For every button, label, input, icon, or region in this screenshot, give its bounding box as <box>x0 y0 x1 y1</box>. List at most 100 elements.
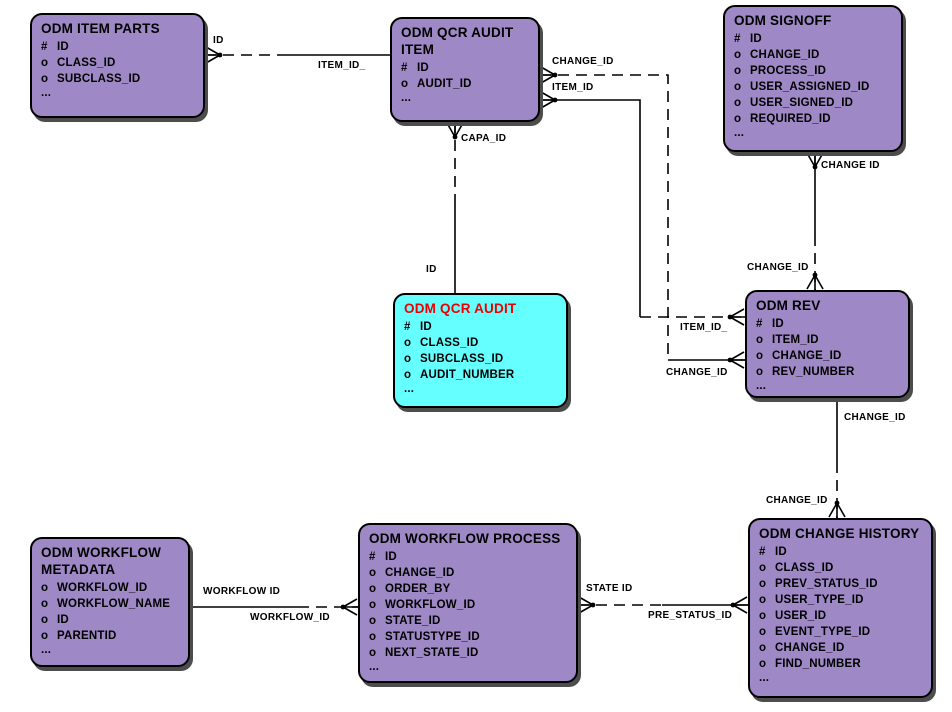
relationship-label-capa-id: CAPA_ID <box>461 133 507 144</box>
attr-name: USER_ID <box>775 610 827 622</box>
attribute-ellipsis: ... <box>41 87 52 99</box>
attr-name: WORKFLOW_NAME <box>57 598 171 610</box>
attribute-row: o REV_NUMBER <box>756 364 899 380</box>
attribute-row: o AUDIT_NUMBER <box>404 367 557 383</box>
attr-marker: # <box>369 551 376 563</box>
entity-odm-workflow-metadata[interactable]: ODM WORKFLOW METADATA o WORKFLOW_ID o WORK… <box>30 537 190 667</box>
entity-title: ODM QCR AUDIT <box>404 301 517 316</box>
attr-name: WORKFLOW_ID <box>57 582 148 594</box>
relationship-label-pre-status-id: PRE_STATUS_ID <box>648 610 733 621</box>
crowfoot-icon <box>578 596 594 614</box>
attribute-row: #ID <box>759 544 922 560</box>
relationship-label-item-id: ITEM_ID_ <box>318 60 366 71</box>
attribute-row: o AUDIT_ID <box>401 76 529 92</box>
crowfoot-icon <box>732 596 748 614</box>
relationship-label-item-id: ITEM_ID <box>552 82 594 93</box>
entity-title: ODM QCR AUDIT ITEM <box>401 25 514 57</box>
entity-title: ODM ITEM PARTS <box>41 21 160 36</box>
attr-name: EVENT_TYPE_ID <box>775 626 871 638</box>
attr-marker: o <box>41 614 49 626</box>
crowfoot-dot <box>552 97 558 103</box>
entity-title: ODM WORKFLOW PROCESS <box>369 531 561 546</box>
attr-name: ORDER_BY <box>385 583 451 595</box>
attr-marker: o <box>41 57 49 69</box>
attr-name: WORKFLOW_ID <box>385 599 476 611</box>
attr-marker: o <box>756 350 764 362</box>
relationship-label-item-id: ITEM_ID_ <box>680 322 728 333</box>
attr-name: ID <box>417 62 429 74</box>
attr-marker: o <box>404 369 412 381</box>
attr-name: AUDIT_ID <box>417 78 472 90</box>
crowfoot-dot <box>812 272 818 278</box>
attr-marker: o <box>756 366 764 378</box>
relationship-label-change-id: CHANGE_ID <box>844 412 906 423</box>
attr-marker: o <box>369 615 377 627</box>
attribute-ellipsis: ... <box>759 672 770 684</box>
crowfoot-dot <box>217 52 223 58</box>
crowfoot-dot <box>812 164 818 170</box>
relationship-label-workflow-id: WORKFLOW ID <box>203 586 281 597</box>
attr-name: ID <box>750 33 762 45</box>
connector-audit-item-rev-item-solid <box>540 99 641 317</box>
relationship-label-state-id: STATE ID <box>586 583 633 594</box>
attribute-row: o EVENT_TYPE_ID <box>759 624 922 640</box>
attr-name: FIND_NUMBER <box>775 658 861 670</box>
attr-name: REV_NUMBER <box>772 366 855 378</box>
attr-marker: o <box>734 113 742 125</box>
attr-name: NEXT_STATE_ID <box>385 647 479 659</box>
entity-title: ODM WORKFLOW METADATA <box>41 545 162 577</box>
attribute-row: #ID <box>369 549 567 565</box>
attribute-row: #ID <box>404 319 557 335</box>
attr-marker: o <box>734 65 742 77</box>
attr-marker: o <box>41 73 49 85</box>
crowfoot-icon <box>205 46 221 64</box>
attr-name: USER_ASSIGNED_ID <box>750 81 870 93</box>
attr-marker: o <box>759 626 767 638</box>
attr-marker: o <box>41 630 49 642</box>
attribute-row: #ID <box>734 31 892 47</box>
attr-name: REQUIRED_ID <box>750 113 831 125</box>
attribute-row: o PROCESS_ID <box>734 63 892 79</box>
attr-name: ID <box>57 41 69 53</box>
attr-name: STATE_ID <box>385 615 441 627</box>
crowfoot-icon <box>729 351 745 369</box>
attr-name: CLASS_ID <box>57 57 116 69</box>
attr-name: PREV_STATUS_ID <box>775 578 878 590</box>
attr-name: CHANGE_ID <box>775 642 845 654</box>
attr-marker: o <box>759 594 767 606</box>
attr-name: ID <box>420 321 432 333</box>
attr-name: USER_SIGNED_ID <box>750 97 854 109</box>
crowfoot-icon <box>540 91 556 109</box>
attr-name: AUDIT_NUMBER <box>420 369 515 381</box>
attr-marker: o <box>369 567 377 579</box>
attr-marker: # <box>756 318 763 330</box>
crowfoot-icon <box>806 152 824 168</box>
attr-marker: o <box>734 49 742 61</box>
attr-marker: o <box>401 78 409 90</box>
attribute-ellipsis: ... <box>734 127 745 139</box>
crowfoot-dot <box>727 314 733 320</box>
attr-name: PROCESS_ID <box>750 65 827 77</box>
